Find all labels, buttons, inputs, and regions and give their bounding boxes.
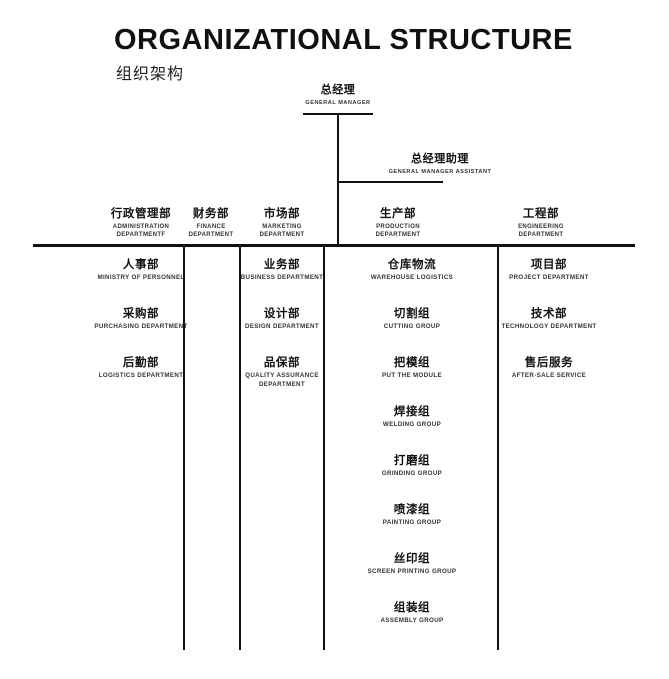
main-horizontal-rule: [33, 244, 635, 247]
dept-header-administration-cn: 行政管理部: [110, 208, 172, 220]
page-title-chinese: 组织架构: [116, 66, 185, 83]
list-item-en: SCREEN PRINTING GROUP: [367, 568, 457, 575]
list-item[interactable]: 丝印组 SCREEN PRINTING GROUP: [331, 552, 493, 577]
list-item-en: PROJECT DEPARTMENT: [509, 274, 589, 281]
list-item[interactable]: 后勤部 LOGISTICS DEPARTMENT: [53, 356, 229, 381]
list-item-cn: 后勤部: [122, 357, 160, 369]
node-gm-assistant[interactable]: 总经理助理 GENERAL MANAGER ASSISTANT: [310, 152, 570, 176]
list-item[interactable]: 项目部 PROJECT DEPARTMENT: [463, 258, 635, 283]
list-item-en: WELDING GROUP: [382, 421, 442, 428]
list-item[interactable]: 采购部 PURCHASING DEPARTMENT: [53, 307, 229, 332]
dept-header-engineering-cn: 工程部: [522, 208, 560, 220]
list-item-cn: 品保部: [263, 357, 301, 369]
list-item-en: PAINTING GROUP: [382, 519, 442, 526]
list-item-en: MINISTRY OF PERSONNEL: [97, 274, 185, 281]
list-item-cn: 焊接组: [393, 406, 431, 418]
node-gm-assistant-en: GENERAL MANAGER ASSISTANT: [388, 169, 492, 175]
list-item-en: CUTTING GROUP: [383, 323, 441, 330]
dept-header-production-en: PRODUCTION DEPARTMENT: [375, 224, 421, 238]
list-item-cn: 人事部: [122, 259, 160, 271]
list-item-cn: 项目部: [530, 259, 568, 271]
column-divider-4: [497, 246, 499, 650]
dept-header-finance-cn: 财务部: [192, 208, 230, 220]
list-item[interactable]: 把模组 PUT THE MODULE: [331, 356, 493, 381]
list-item-cn: 设计部: [263, 308, 301, 320]
list-item-en: DESIGN DEPARTMENT: [245, 323, 319, 330]
dept-header-production[interactable]: 生产部 PRODUCTION DEPARTMENT: [355, 207, 441, 239]
dept-header-production-cn: 生产部: [379, 208, 417, 220]
list-item-en: QUALITY ASSURANCE DEPARTMENT: [245, 372, 319, 388]
list-item-cn: 采购部: [122, 308, 160, 320]
dept-header-engineering[interactable]: 工程部 ENGINEERING DEPARTMENT: [495, 207, 587, 239]
list-item[interactable]: 组装组 ASSEMBLY GROUP: [331, 601, 493, 626]
list-item[interactable]: 设计部 DESIGN DEPARTMENT: [214, 307, 350, 332]
list-item[interactable]: 喷漆组 PAINTING GROUP: [331, 503, 493, 528]
list-item-en: ASSEMBLY GROUP: [380, 617, 444, 624]
list-item-cn: 打磨组: [393, 455, 431, 467]
list-item-en: GRINDING GROUP: [381, 470, 443, 477]
list-item-cn: 把模组: [393, 357, 431, 369]
list-item-cn: 业务部: [263, 259, 301, 271]
list-item[interactable]: 打磨组 GRINDING GROUP: [331, 454, 493, 479]
gm-spine: [337, 113, 339, 245]
list-item[interactable]: 仓库物流 WAREHOUSE LOGISTICS: [331, 258, 493, 283]
list-item[interactable]: 人事部 MINISTRY OF PERSONNEL: [53, 258, 229, 283]
list-item-cn: 切割组: [393, 308, 431, 320]
list-item-cn: 售后服务: [524, 357, 574, 369]
page-title-english: ORGANIZATIONAL STRUCTURE: [114, 24, 573, 56]
list-item[interactable]: 切割组 CUTTING GROUP: [331, 307, 493, 332]
list-item[interactable]: 业务部 BUSINESS DEPARTMENT: [214, 258, 350, 283]
dept-header-marketing-en: MARKETING DEPARTMENT: [259, 224, 305, 238]
list-item-en: BUSINESS DEPARTMENT: [240, 274, 324, 281]
column-divider-3: [323, 246, 325, 650]
node-gm-assistant-cn: 总经理助理: [411, 153, 469, 165]
dept-header-marketing[interactable]: 市场部 MARKETING DEPARTMENT: [243, 207, 321, 239]
node-general-manager-cn: 总经理: [320, 84, 356, 96]
dept-header-finance-en: FINANCE DEPARTMENT: [188, 224, 234, 238]
dept-header-marketing-cn: 市场部: [263, 208, 301, 220]
dept-header-engineering-en: ENGINEERING DEPARTMENT: [518, 224, 564, 238]
list-item-cn: 丝印组: [393, 553, 431, 565]
list-item[interactable]: 技术部 TECHNOLOGY DEPARTMENT: [463, 307, 635, 332]
column-divider-2: [239, 246, 241, 650]
list-item-en: TECHNOLOGY DEPARTMENT: [501, 323, 597, 330]
list-item[interactable]: 焊接组 WELDING GROUP: [331, 405, 493, 430]
list-item-en: LOGISTICS DEPARTMENT: [98, 372, 184, 379]
dept-header-administration-en: ADMINISTRATION DEPARTMENTF: [112, 224, 170, 238]
dept-header-finance[interactable]: 财务部 FINANCE DEPARTMENT: [178, 207, 244, 239]
node-general-manager[interactable]: 总经理 GENERAL MANAGER: [263, 83, 413, 107]
list-item[interactable]: 售后服务 AFTER-SALE SERVICE: [463, 356, 635, 381]
list-item-cn: 技术部: [530, 308, 568, 320]
list-item-en: WAREHOUSE LOGISTICS: [370, 274, 454, 281]
node-general-manager-en: GENERAL MANAGER: [305, 100, 371, 106]
list-item-en: PURCHASING DEPARTMENT: [94, 323, 188, 330]
list-item-cn: 喷漆组: [393, 504, 431, 516]
list-item-en: AFTER-SALE SERVICE: [511, 372, 587, 379]
list-item[interactable]: 品保部 QUALITY ASSURANCE DEPARTMENT: [238, 356, 326, 389]
column-divider-1: [183, 246, 185, 650]
list-item-cn: 组装组: [393, 602, 431, 614]
list-item-en: PUT THE MODULE: [382, 372, 442, 379]
gm-assistant-connector: [337, 181, 443, 183]
list-item-cn: 仓库物流: [387, 259, 437, 271]
dept-header-administration[interactable]: 行政管理部 ADMINISTRATION DEPARTMENTF: [60, 207, 222, 239]
